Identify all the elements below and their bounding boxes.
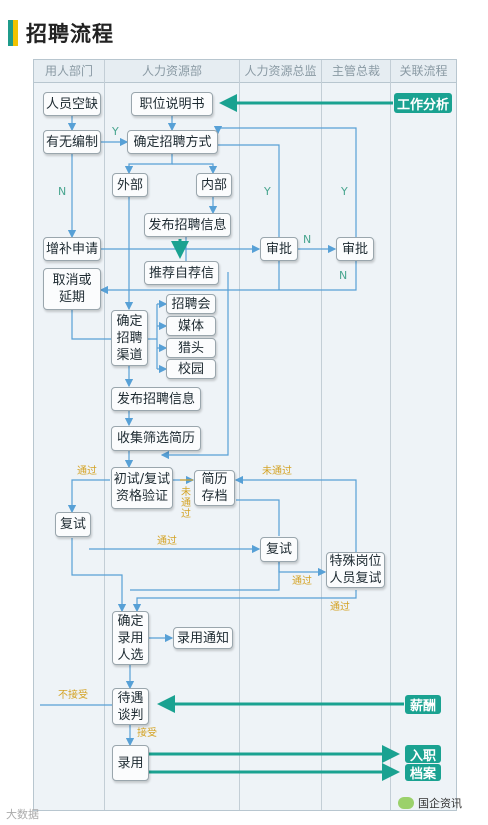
node-add-request: 增补申请 — [43, 237, 101, 261]
flowchart-board: 用人部门 人力资源部 人力资源总监 主管总裁 关联流程 — [33, 59, 457, 811]
wire — [160, 272, 229, 460]
label-fail-vertical: 未 通 过 — [181, 487, 191, 520]
column-header-dept: 用人部门 — [34, 60, 104, 83]
node-media: 媒体 — [166, 316, 216, 336]
wire — [71, 538, 127, 613]
wire — [213, 125, 357, 237]
node-external: 外部 — [112, 173, 148, 197]
label-pass: 通过 — [292, 576, 312, 587]
footer-watermark-left: 大数据 — [6, 808, 39, 821]
node-text: 确定 — [116, 313, 143, 329]
label-y: Y — [112, 125, 119, 138]
node-text: 渠道 — [116, 347, 143, 363]
label-pass: 通过 — [77, 466, 97, 477]
node-channel: 确定 招聘 渠道 — [111, 310, 148, 366]
related-onboard: 入职 — [405, 745, 441, 764]
node-text: 资格验证 — [115, 489, 168, 504]
label-char: 过 — [181, 509, 191, 520]
node-text: 确定 — [117, 613, 144, 629]
node-headhunter: 猎头 — [166, 338, 216, 358]
label-n: N — [303, 233, 312, 246]
node-confirm-hire: 确定 录用 人选 — [112, 611, 149, 665]
node-job-fair: 招聘会 — [166, 294, 216, 314]
footer-source: 国企资讯 — [418, 797, 462, 810]
node-text: 取消或 — [52, 273, 92, 288]
node-recruit-method: 确定招聘方式 — [127, 130, 218, 154]
wire — [71, 310, 111, 340]
node-retest-director: 复试 — [260, 537, 298, 562]
node-approve-director: 审批 — [260, 237, 298, 261]
related-job-analysis: 工作分析 — [394, 93, 452, 113]
wire — [278, 562, 327, 577]
node-text: 录用 — [117, 630, 144, 646]
node-retest-dept: 复试 — [55, 512, 91, 537]
node-archive-resume: 简历 存档 — [194, 470, 235, 506]
page-title: 招聘流程 — [26, 22, 114, 46]
node-interview: 初试/复试 资格验证 — [111, 467, 173, 509]
node-quota-check: 有无编制 — [43, 130, 101, 154]
node-vacancy: 人员空缺 — [43, 92, 101, 116]
node-cancel-or-postpone: 取消或 延期 — [43, 268, 101, 310]
wire — [132, 590, 357, 613]
label-n: N — [58, 185, 67, 198]
node-text: 招聘 — [116, 330, 143, 346]
related-pay: 薪酬 — [405, 695, 441, 714]
label-y: Y — [264, 185, 271, 198]
node-text: 人选 — [117, 647, 144, 663]
label-char: 通 — [181, 498, 191, 509]
wire — [99, 261, 357, 295]
label-y: Y — [341, 185, 348, 198]
node-special-retest: 特殊岗位 人员复试 — [326, 552, 385, 588]
wire — [172, 163, 218, 175]
node-publish-internal: 发布招聘信息 — [144, 213, 231, 237]
footer-watermark-right: 国企资讯 — [398, 795, 462, 811]
wire — [67, 479, 110, 514]
label-fail: 未通过 — [262, 466, 292, 477]
node-text: 延期 — [58, 290, 85, 305]
column-header-hr: 人力资源部 — [105, 60, 239, 83]
column-divider — [390, 60, 391, 810]
column-divider — [239, 60, 240, 810]
wechat-icon — [398, 797, 414, 809]
node-text: 简历 — [201, 472, 228, 487]
label-pass: 通过 — [157, 536, 177, 547]
wire — [218, 144, 280, 237]
node-text: 人员复试 — [329, 571, 382, 586]
node-text: 存档 — [201, 489, 228, 504]
node-text: 待遇 — [117, 690, 144, 706]
node-internal: 内部 — [196, 173, 232, 197]
node-publish-external: 发布招聘信息 — [111, 387, 201, 411]
node-text: 谈判 — [117, 707, 144, 723]
wire — [124, 154, 173, 175]
node-recommend: 推荐自荐信 — [144, 261, 219, 285]
node-screen-resumes: 收集筛选简历 — [111, 426, 201, 451]
label-reject: 不接受 — [58, 690, 88, 701]
node-employ: 录用 — [112, 745, 149, 781]
node-job-description: 职位说明书 — [131, 92, 213, 116]
column-header-related: 关联流程 — [391, 60, 456, 83]
wire — [234, 475, 357, 552]
label-char: 未 — [181, 487, 191, 498]
node-approve-president: 审批 — [336, 237, 374, 261]
wire — [130, 562, 280, 591]
label-pass: 通过 — [330, 602, 350, 613]
label-accept: 接受 — [137, 728, 157, 739]
column-header-president: 主管总裁 — [322, 60, 390, 83]
column-divider — [321, 60, 322, 810]
wire — [236, 499, 280, 536]
column-divider — [104, 60, 105, 810]
node-text: 特殊岗位 — [329, 554, 382, 569]
label-n: N — [339, 269, 348, 282]
title-accent-mark — [8, 20, 18, 46]
node-salary-negotiation: 待遇 谈判 — [112, 688, 149, 725]
column-header-hr-director: 人力资源总监 — [240, 60, 321, 83]
title-bar: 招聘流程 — [8, 18, 114, 48]
node-offer-notice: 录用通知 — [173, 627, 233, 649]
node-campus: 校园 — [166, 359, 216, 379]
related-file: 档案 — [405, 764, 441, 782]
node-text: 初试/复试 — [113, 472, 171, 487]
